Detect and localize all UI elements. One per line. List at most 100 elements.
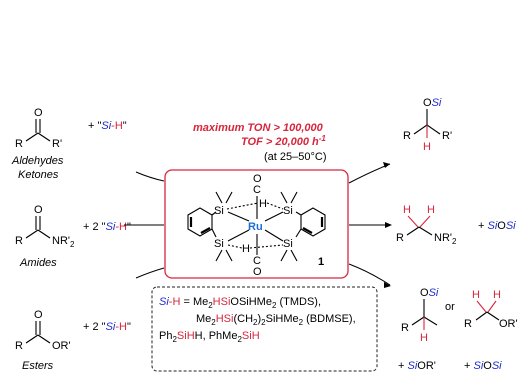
arrow-in-top xyxy=(135,171,165,182)
aromatic-bond xyxy=(302,227,313,234)
product2-plus: + xyxy=(478,220,487,232)
agostic-bond xyxy=(226,202,259,210)
bond xyxy=(487,300,497,313)
product3b-si1: Si xyxy=(473,360,483,372)
bond xyxy=(37,334,51,344)
product2-nr: NR'2 xyxy=(434,232,457,246)
silane-ph2sih2-si: Si xyxy=(177,330,187,342)
methyl xyxy=(225,249,233,262)
condition-tof: TOF > 20,000 h-1 xyxy=(241,134,326,148)
bond xyxy=(211,228,217,238)
condition-tof-sup: -1 xyxy=(319,134,327,143)
product2-h2: H xyxy=(427,204,435,216)
silane-lead-h: -H xyxy=(169,296,181,308)
bond xyxy=(486,311,500,321)
silane-bdmse-sihme: SiHMe xyxy=(266,313,299,325)
product2-r: R xyxy=(396,232,404,244)
arrowhead xyxy=(383,162,390,168)
silane-ph2sih2-h2: H xyxy=(195,330,203,342)
silane-line-2: Me2HSi(CH2)2SiHMe2 (BDMSE), xyxy=(196,313,356,327)
condition-tof-main: TOF > 20,000 h xyxy=(241,136,319,148)
product-amine: H H R NR'2 + SiOSi xyxy=(396,204,516,246)
product1-o-text: O xyxy=(423,97,432,109)
reagent-si: Si xyxy=(101,120,111,132)
silane-phme2sih-h: H xyxy=(252,330,260,342)
silane-bdmse-hsi: HSi xyxy=(216,313,234,325)
product3b-plus: + xyxy=(464,360,473,372)
reagent-si: Si xyxy=(106,221,116,233)
bond xyxy=(25,132,39,142)
product2-byproduct: + SiOSi xyxy=(478,220,516,232)
reagent-h: -H xyxy=(115,321,127,333)
silane-bdmse-me: Me xyxy=(196,313,211,325)
arrowhead xyxy=(384,282,391,288)
product3a-plus: + xyxy=(398,360,407,372)
silane-sub: 2 xyxy=(272,301,277,310)
bond xyxy=(413,124,428,135)
arrowhead xyxy=(385,222,392,228)
reactant-ester-or: OR' xyxy=(52,340,71,352)
reactant-label-aldehydes: Aldehydes xyxy=(11,155,64,167)
silane-ph: Ph xyxy=(159,330,172,342)
reactant-amide-o: O xyxy=(34,204,43,216)
catalyst-co-bottom-o: O xyxy=(253,266,262,278)
product3-h: H xyxy=(420,332,428,344)
product1-si: Si xyxy=(432,97,442,109)
reagent-silane-2: + 2 "Si-H" xyxy=(83,221,131,233)
bond xyxy=(476,300,487,313)
product3b-h2: H xyxy=(493,289,501,301)
reactant-carbonyl-r2: R' xyxy=(52,138,62,150)
bond xyxy=(419,215,431,228)
silane-line-1: Si-H = Me2HSiOSiHMe2 (TMDS), xyxy=(159,296,321,310)
product1-h: H xyxy=(423,141,431,153)
product3-o-text: O xyxy=(420,287,429,299)
condition-ton: maximum TON > 100,000 xyxy=(193,122,324,134)
catalyst-structure: Si Si Si Si Ru H H C O xyxy=(187,173,326,278)
silane-tmds-hsi: HSi xyxy=(213,296,231,308)
amide-nr-sub: 2 xyxy=(70,240,75,249)
arrow-out-top xyxy=(348,163,391,184)
bond xyxy=(264,229,284,242)
reagent-h: -H xyxy=(111,120,123,132)
arrow-out-bottom xyxy=(348,263,391,286)
reagent-h: -H xyxy=(115,221,127,233)
silane-sub: 2 xyxy=(261,318,266,327)
silane-sub: 2 xyxy=(299,318,304,327)
agostic-bond xyxy=(249,244,284,249)
bond xyxy=(423,316,438,326)
product3-or-word: or xyxy=(445,301,455,313)
bond xyxy=(211,211,217,216)
product3-byproduct-a: + SiOR' xyxy=(398,360,436,372)
catalyst-si-top-right: Si xyxy=(283,205,293,217)
product-ester-reduction: OSi R H or H H R OR' + SiOR' + SiOSi xyxy=(398,287,518,372)
methyl xyxy=(290,249,298,262)
silane-lead-si: Si xyxy=(159,296,169,308)
product3b-h1: H xyxy=(472,289,480,301)
product3b-or: OR' xyxy=(499,318,518,330)
bond xyxy=(37,132,51,142)
product3b-si2: Si xyxy=(492,360,502,372)
product3-o: OSi xyxy=(420,287,439,299)
silane-phme: , PhMe xyxy=(203,330,238,342)
reactant-label-ketones: Ketones xyxy=(18,169,59,181)
bond xyxy=(25,229,39,239)
reactant-label-esters: Esters xyxy=(22,360,54,372)
bond xyxy=(227,211,250,222)
silane-box xyxy=(151,286,378,372)
product3a-rest: OR' xyxy=(417,360,436,372)
silane-tmds-mid: OSiHMe xyxy=(230,296,272,308)
bond xyxy=(418,226,433,236)
silane-tmds-label: (TMDS), xyxy=(276,296,321,308)
methyl xyxy=(290,191,298,204)
catalyst-si-top-left: Si xyxy=(214,205,224,217)
reagent-silane-1: + "Si-H" xyxy=(88,120,127,132)
product3-r: R xyxy=(401,322,409,334)
silane-sub: 2 xyxy=(237,335,242,344)
methyl xyxy=(280,249,288,262)
product2-si1: Si xyxy=(487,220,497,232)
reagent-plus: + 2 " xyxy=(83,221,106,233)
product2-nr-text: NR' xyxy=(434,232,452,244)
reactant-ester: O R OR' Esters xyxy=(15,309,71,372)
reagent-si: Si xyxy=(106,321,116,333)
